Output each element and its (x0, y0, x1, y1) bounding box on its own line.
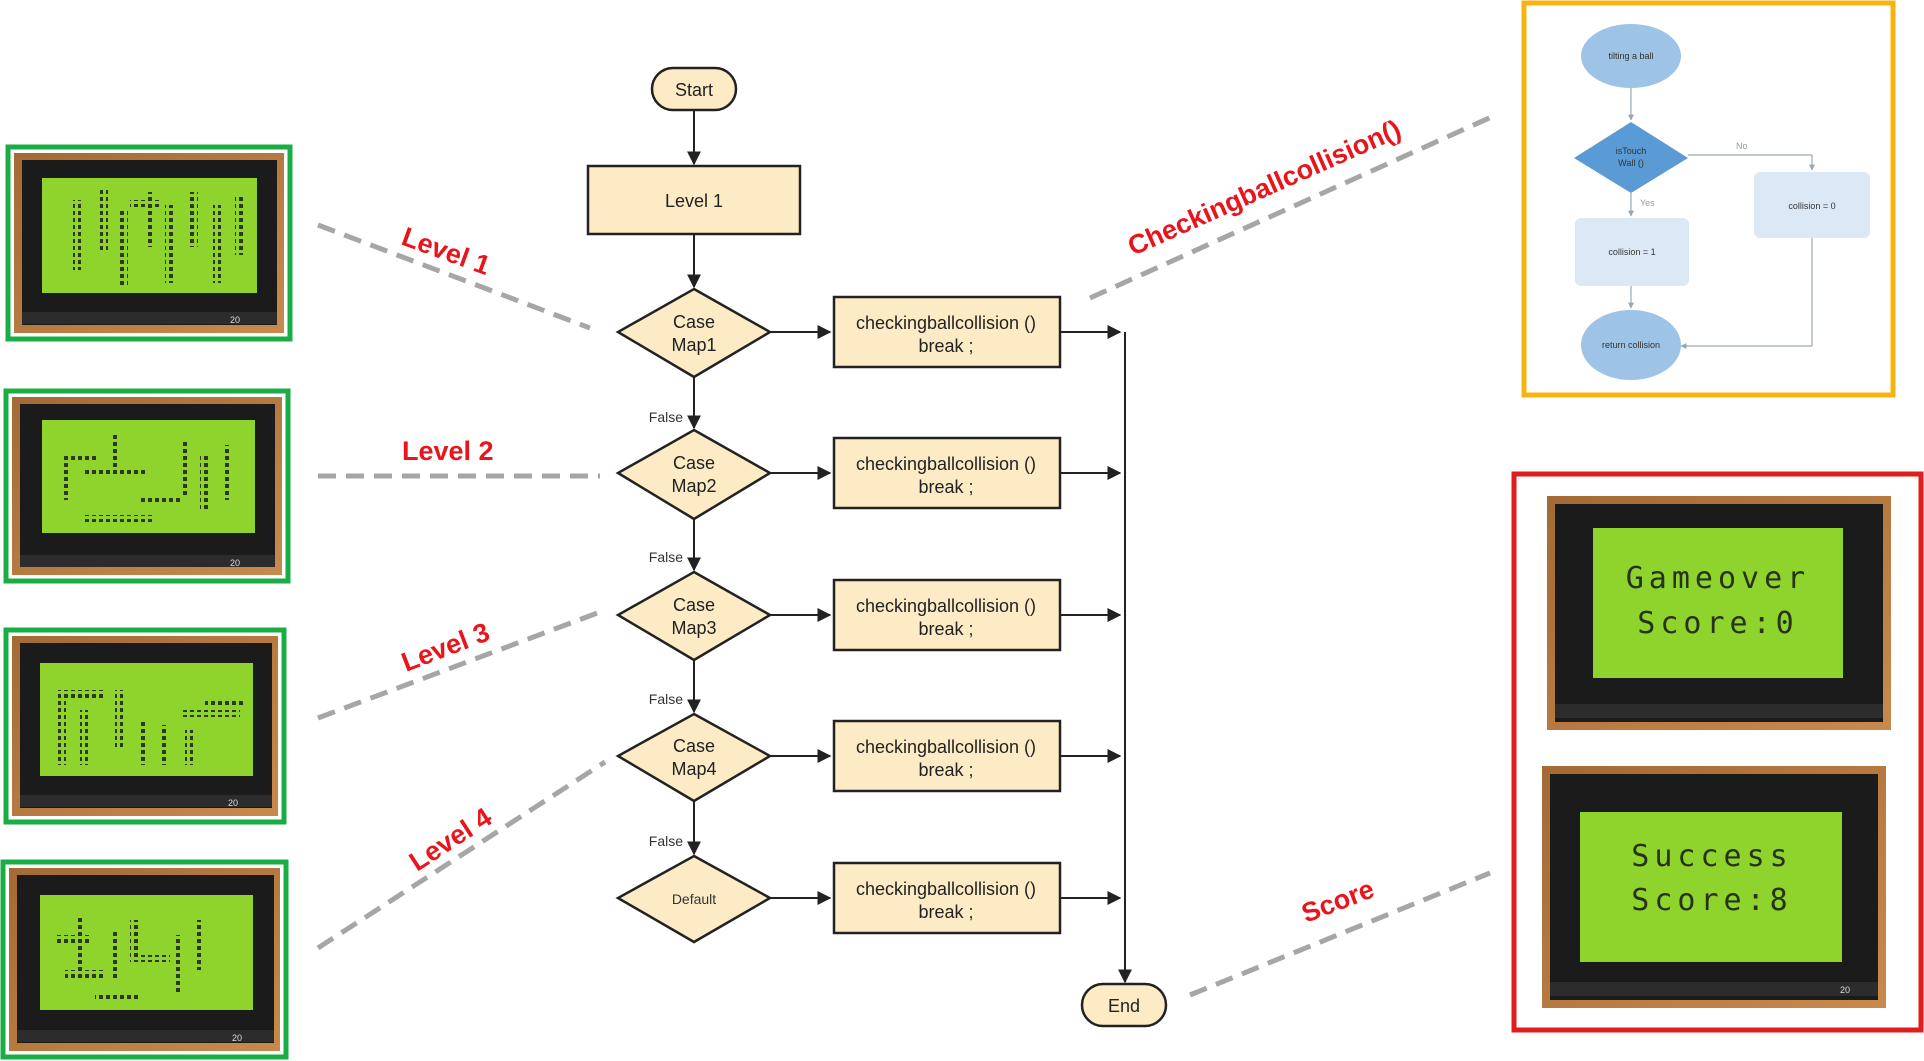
level1-node-label: Level 1 (665, 191, 723, 211)
mini-collision-one-label: collision = 1 (1608, 247, 1655, 257)
mini-no-label: No (1736, 141, 1748, 151)
map-label: Map1 (671, 335, 716, 355)
success-score: Score:8 (1631, 883, 1792, 918)
case-label: Case (673, 312, 715, 332)
end-node: End (1080, 982, 1168, 1028)
case-map3-node: Case Map3 (615, 570, 773, 662)
pin-label: 20 (1840, 985, 1850, 995)
lcd-gameover: Gameover Score:0 (1547, 496, 1891, 730)
action-break: break ; (918, 760, 973, 780)
mini-tilt-label: tilting a ball (1608, 51, 1653, 61)
mini-decision-node: isTouch Wall () (1574, 122, 1688, 193)
start-label: Start (675, 80, 713, 100)
default-node: Default (615, 854, 773, 944)
level1-node: Level 1 (586, 164, 802, 236)
label-level2: Level 2 (402, 436, 494, 466)
label-score: Score (1297, 874, 1378, 929)
maze-level2 (62, 435, 230, 522)
success-title: Success (1631, 839, 1792, 874)
mini-collision-zero-node: collision = 0 (1754, 172, 1870, 238)
false-label: False (649, 833, 683, 849)
lcd-level1-frame: 20 (5, 144, 293, 342)
lcd-level3-frame: 20 (3, 627, 287, 825)
action-break: break ; (918, 477, 973, 497)
maze-level3 (58, 690, 245, 765)
lcd-success: Success Score:8 20 (1542, 766, 1886, 1008)
collision-mini-flowchart: tilting a ball isTouch Wall () No Yes co… (1521, 0, 1896, 398)
end-label: End (1108, 996, 1140, 1016)
pin-label: 20 (230, 315, 240, 325)
case-map2-node: Case Map2 (615, 428, 773, 521)
label-checkingballcollision: Checkingballcollision() (1123, 114, 1405, 262)
map-label: Map2 (671, 476, 716, 496)
case-label: Case (673, 453, 715, 473)
gameover-title: Gameover (1626, 561, 1811, 596)
case-label: Case (673, 595, 715, 615)
false-label: False (649, 549, 683, 565)
mini-collision-one-node: collision = 1 (1575, 218, 1689, 286)
gameover-score: Score:0 (1637, 606, 1798, 641)
action-node-2: checkingballcollision () break ; (832, 436, 1062, 510)
label-level3: Level 3 (397, 617, 493, 678)
action-call: checkingballcollision () (856, 313, 1036, 333)
action-call: checkingballcollision () (856, 879, 1036, 899)
dashed-connectors (316, 111, 1500, 998)
action-break: break ; (918, 336, 973, 356)
pin-label: 20 (228, 798, 238, 808)
case-map1-node: Case Map1 (615, 287, 773, 379)
pin-label: 20 (232, 1033, 242, 1043)
map-label: Map3 (671, 618, 716, 638)
main-flowchart: Start Level 1 Case Map1 checkingballcoll… (586, 66, 1168, 1028)
label-level1: Level 1 (398, 221, 494, 281)
action-node-4: checkingballcollision () break ; (832, 719, 1062, 793)
action-call: checkingballcollision () (856, 454, 1036, 474)
case-map4-node: Case Map4 (615, 712, 773, 803)
mini-decision-line1: isTouch (1616, 146, 1647, 156)
mini-collision-zero-label: collision = 0 (1788, 201, 1835, 211)
case-label: Case (673, 736, 715, 756)
action-call: checkingballcollision () (856, 596, 1036, 616)
mini-tilt-node: tilting a ball (1581, 24, 1681, 88)
maze-level1 (73, 190, 243, 285)
action-break: break ; (918, 902, 973, 922)
maze-level4 (55, 915, 203, 1002)
mini-decision-line2: Wall () (1618, 158, 1644, 168)
lcd-level2-frame: 20 (3, 388, 291, 584)
action-break: break ; (918, 619, 973, 639)
false-label: False (649, 409, 683, 425)
score-screens-frame: Gameover Score:0 Success Score:8 20 (1511, 471, 1924, 1033)
action-node-5: checkingballcollision () break ; (832, 861, 1062, 935)
default-label: Default (672, 891, 716, 907)
false-label: False (649, 691, 683, 707)
action-call: checkingballcollision () (856, 737, 1036, 757)
mini-return-node: return collision (1581, 310, 1681, 380)
mini-yes-label: Yes (1640, 198, 1655, 208)
start-node: Start (650, 66, 738, 112)
map-label: Map4 (671, 759, 716, 779)
pin-label: 20 (230, 558, 240, 568)
lcd-level4-frame: 20 (0, 859, 289, 1060)
mini-return-label: return collision (1602, 340, 1660, 350)
action-node-1: checkingballcollision () break ; (832, 295, 1062, 369)
action-node-3: checkingballcollision () break ; (832, 578, 1062, 652)
